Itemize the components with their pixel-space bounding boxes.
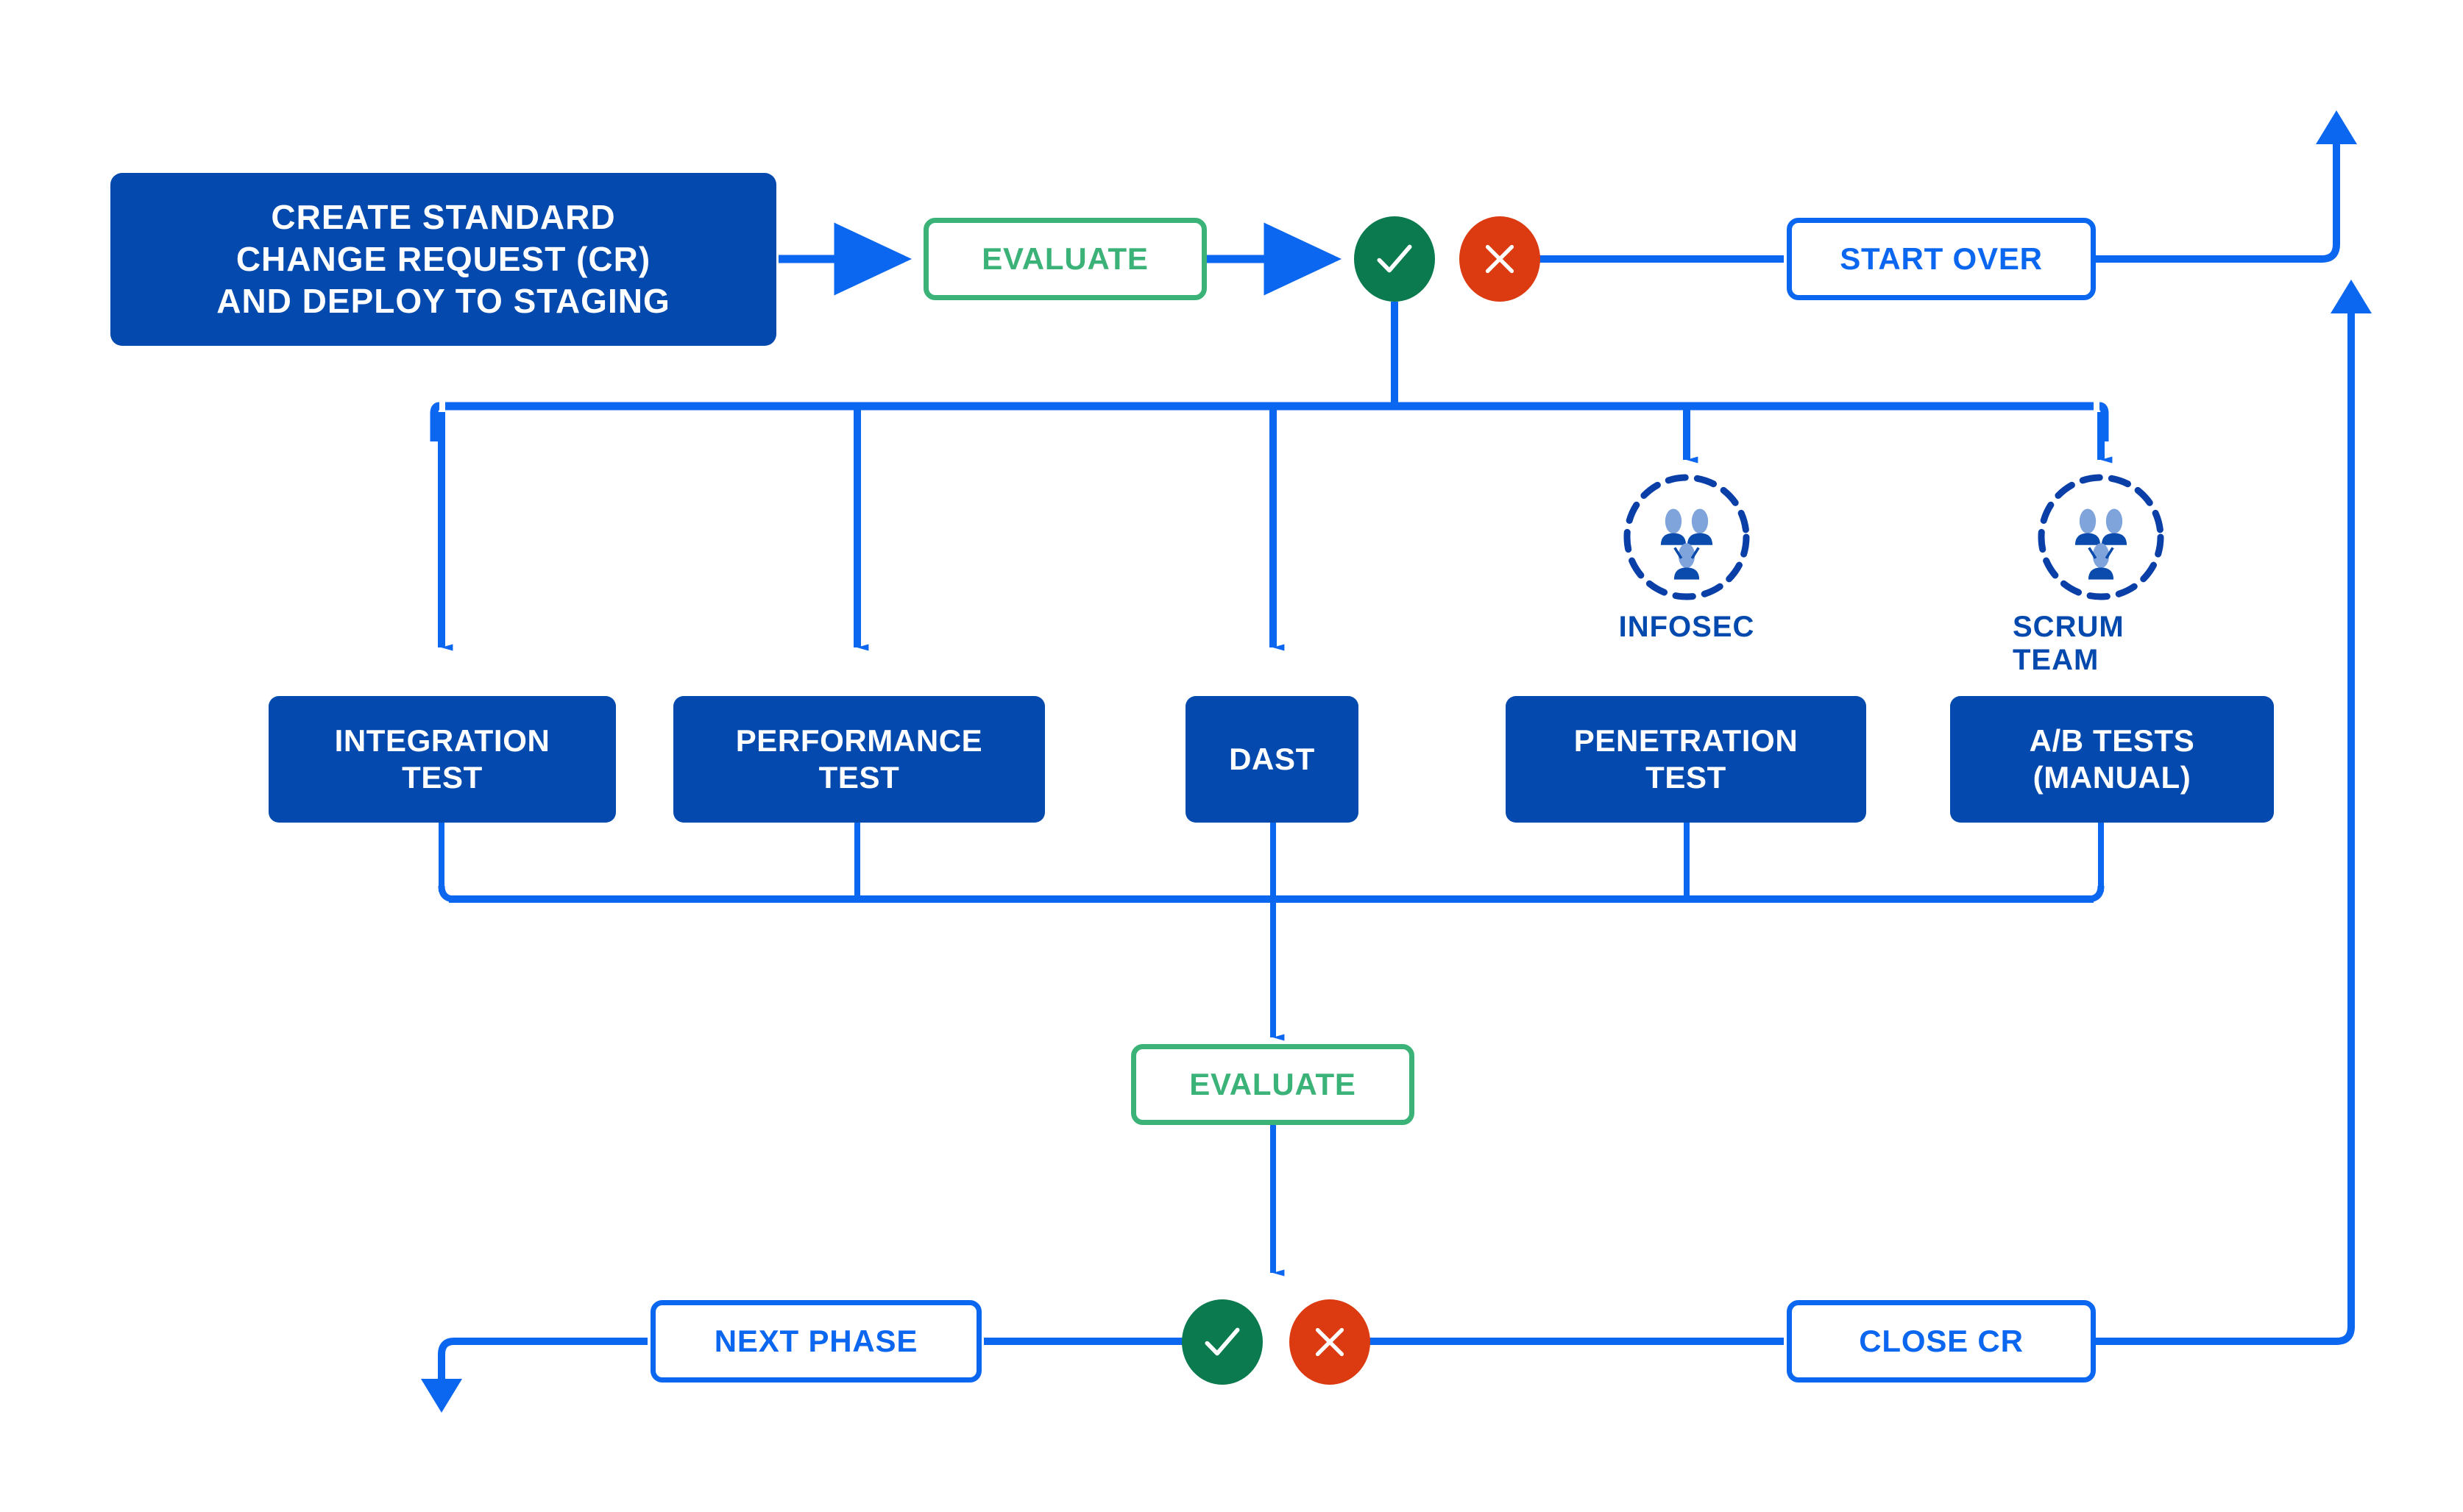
next-phase-label: NEXT PHASE xyxy=(714,1324,918,1358)
arrowhead-restart-loop xyxy=(2316,110,2357,144)
gate-1-approve-token[interactable] xyxy=(1354,216,1435,302)
persona-scrum-team-label: SCRUM TEAM xyxy=(2013,611,2124,676)
close-cr-label: CLOSE CR xyxy=(1859,1324,2024,1358)
arrowhead-return-loop xyxy=(2331,280,2372,313)
ab-tests-line-1: A/B TESTS xyxy=(2029,723,2195,759)
people-group-icon xyxy=(1623,474,1750,600)
evaluate-2-label: EVALUATE xyxy=(1189,1067,1356,1101)
gate-1-reject-token[interactable] xyxy=(1459,216,1540,302)
ab-tests-line-2: (MANUAL) xyxy=(2033,760,2191,795)
node-next-phase[interactable]: NEXT PHASE xyxy=(651,1300,982,1383)
node-evaluate-1[interactable]: EVALUATE xyxy=(924,218,1207,300)
edge-nextphase-exit xyxy=(438,1338,648,1383)
node-close-cr[interactable]: CLOSE CR xyxy=(1787,1300,2096,1383)
persona-scrum-team: SCRUM TEAM xyxy=(2013,471,2189,677)
cross-icon xyxy=(1485,244,1514,274)
node-integration-test[interactable]: INTEGRATION TEST xyxy=(269,696,616,823)
performance-test-line-2: TEST xyxy=(818,760,900,795)
check-icon xyxy=(1377,244,1412,273)
node-evaluate-2[interactable]: EVALUATE xyxy=(1131,1044,1414,1125)
arrowhead-nextphase-exit xyxy=(421,1379,462,1413)
persona-infosec: INFOSEC xyxy=(1598,471,1775,644)
create-cr-line-3: AND DEPLOY TO STAGING xyxy=(216,282,670,321)
persona-infosec-label: INFOSEC xyxy=(1618,611,1755,643)
node-start-over[interactable]: START OVER xyxy=(1787,218,2096,300)
gate-2-reject-token[interactable] xyxy=(1289,1299,1370,1385)
penetration-test-line-2: TEST xyxy=(1645,760,1726,795)
create-cr-line-1: CREATE STANDARD xyxy=(271,197,616,236)
node-penetration-test[interactable]: PENETRATION TEST xyxy=(1506,696,1866,823)
penetration-test-line-1: PENETRATION xyxy=(1573,723,1798,759)
gate-2-approve-token[interactable] xyxy=(1182,1299,1263,1385)
integration-test-line-2: TEST xyxy=(402,760,483,795)
test-fanout-bus-left-cap xyxy=(430,402,440,441)
check-icon xyxy=(1205,1327,1240,1356)
cross-icon xyxy=(1315,1327,1344,1357)
node-performance-test[interactable]: PERFORMANCE TEST xyxy=(673,696,1045,823)
people-group-icon xyxy=(2038,474,2164,600)
integration-test-line-1: INTEGRATION xyxy=(334,723,550,759)
node-ab-tests[interactable]: A/B TESTS (MANUAL) xyxy=(1950,696,2274,823)
start-over-label: START OVER xyxy=(1840,241,2043,276)
node-dast[interactable]: DAST xyxy=(1186,696,1358,823)
evaluate-1-label: EVALUATE xyxy=(982,241,1149,276)
performance-test-line-1: PERFORMANCE xyxy=(735,723,983,759)
node-create-change-request[interactable]: CREATE STANDARD CHANGE REQUEST (CR) AND … xyxy=(110,173,776,346)
edge-closecr-return-loop xyxy=(2094,309,2355,1345)
create-cr-line-2: CHANGE REQUEST (CR) xyxy=(235,239,651,278)
edge-startover-restart-loop xyxy=(2094,140,2340,263)
dast-label: DAST xyxy=(1229,742,1315,777)
